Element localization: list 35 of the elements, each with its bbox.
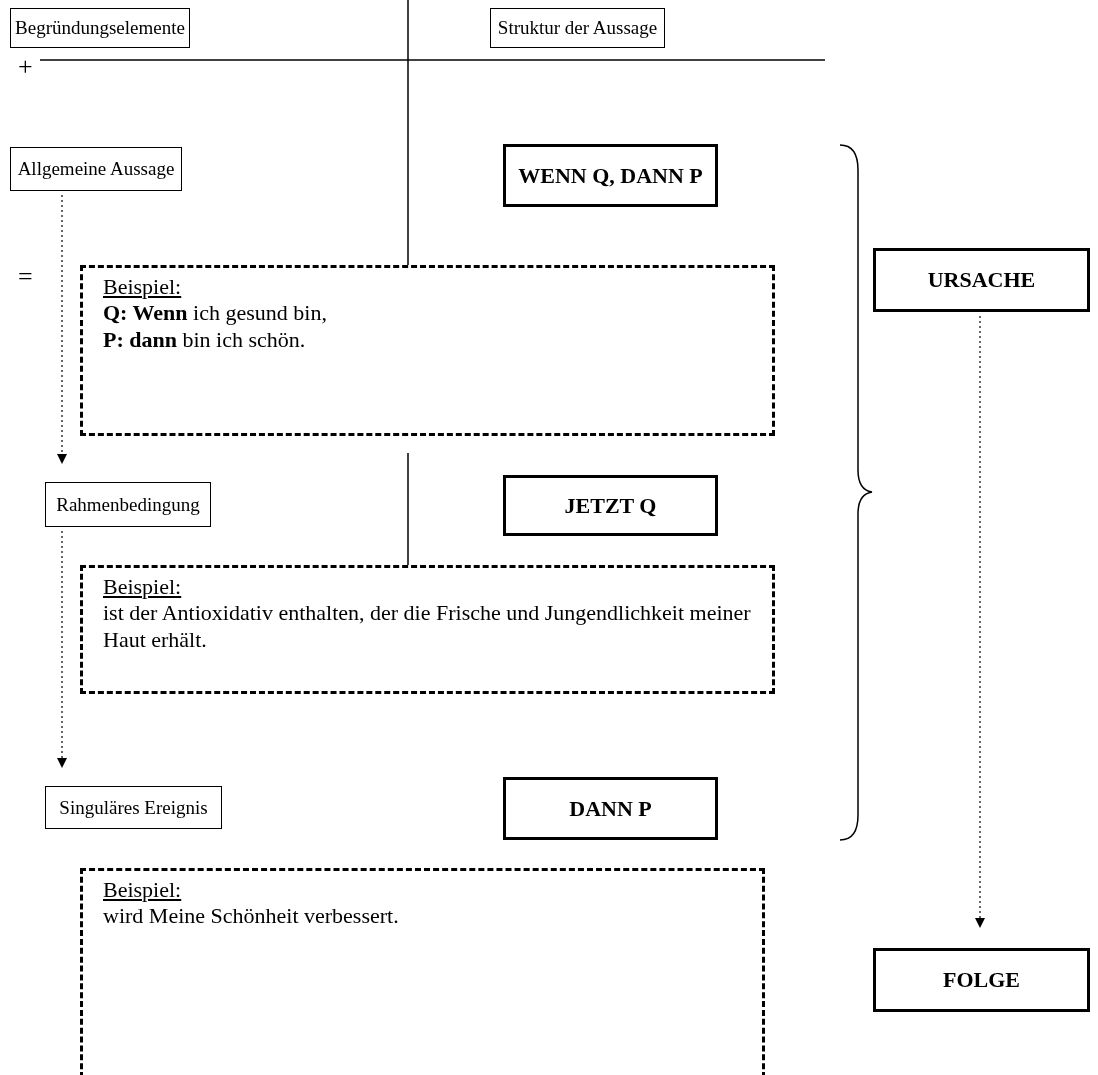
- example-box: [80, 565, 775, 694]
- bold-box: [503, 144, 718, 207]
- example-heading: Beispiel:: [103, 274, 183, 301]
- bold-box: [873, 248, 1090, 312]
- label-box: [10, 147, 182, 191]
- bold-box: [503, 777, 718, 840]
- example-text: ist der Antioxidativ enthalten, der die Frische und Jungendlichkeit meiner Haut erhält.: [103, 600, 752, 654]
- bold-box: [503, 475, 718, 536]
- example-box: [80, 868, 765, 1075]
- box-label: DANN P: [569, 795, 652, 822]
- box-label: URSACHE: [927, 267, 1036, 293]
- label-box: [490, 8, 665, 48]
- box-label: Singuläres Ereignis: [59, 796, 208, 819]
- dotted-arrow: [57, 530, 67, 768]
- dotted-arrow: [57, 194, 67, 464]
- label-box: [45, 482, 211, 527]
- symbol-label: +: [18, 52, 33, 82]
- label-box: [45, 786, 222, 829]
- box-label: FOLGE: [943, 967, 1020, 993]
- example-text: wird Meine Schönheit verbessert.: [103, 903, 400, 930]
- bold-box: [873, 948, 1090, 1012]
- example-text: Q: Wenn ich gesund bin,: [103, 300, 328, 327]
- example-heading: Beispiel:: [103, 574, 183, 601]
- box-label: Struktur der Aussage: [497, 17, 658, 39]
- dotted-arrow: [975, 315, 985, 928]
- box-label: Rahmenbedingung: [56, 493, 200, 516]
- box-label: Begründungselemente: [15, 17, 185, 39]
- box-label: Allgemeine Aussage: [17, 158, 175, 180]
- box-label: JETZT Q: [564, 492, 657, 519]
- symbol-label: =: [18, 262, 33, 292]
- example-heading: Beispiel:: [103, 877, 183, 904]
- label-box: [10, 8, 190, 48]
- box-label: WENN Q, DANN P: [518, 162, 703, 189]
- example-text: P: dann bin ich schön.: [103, 326, 307, 354]
- example-box: [80, 265, 775, 436]
